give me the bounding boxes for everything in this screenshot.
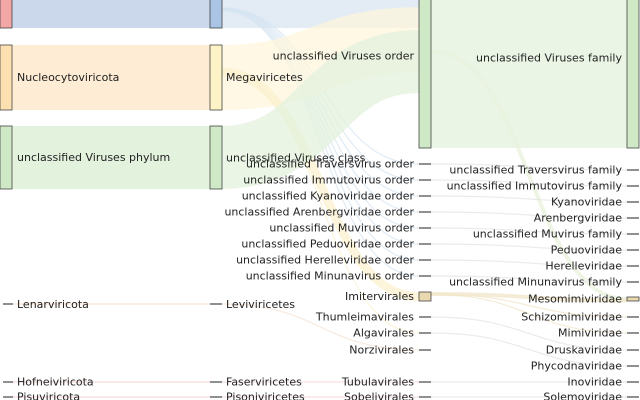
sankey-link xyxy=(430,163,628,171)
sankey-link xyxy=(221,70,420,334)
sankey-label-schizomimiviridae: Schizomimiviridae xyxy=(521,311,622,324)
sankey-label-arenbergviridae: Arenbergviridae xyxy=(534,212,622,225)
sankey-label-unclassified-immutovirus-family: unclassified Immutovirus family xyxy=(447,180,623,193)
sankey-label-unclassified-viruses-phylum: unclassified Viruses phylum xyxy=(17,151,170,164)
sankey-link xyxy=(220,29,421,189)
sankey-label-solemoviridae: Solemoviridae xyxy=(543,391,622,400)
sankey-label-unclassified-viruses-class: unclassified Viruses class xyxy=(226,152,366,165)
sankey-label-unclassified-arenbergviridae-order: unclassified Arenbergviridae order xyxy=(224,206,414,219)
sankey-link xyxy=(430,332,628,367)
sankey-link xyxy=(430,211,628,219)
sankey-link xyxy=(430,259,628,267)
sankey-node-unclassified-viruses-family xyxy=(626,0,640,149)
sankey-label-faserviricetes: Faserviricetes xyxy=(226,376,302,389)
sankey-node-unclassified-viruses-order xyxy=(418,0,432,149)
sankey-label-unclassified-minunavirus-family: unclassified Minunavirus family xyxy=(449,276,622,289)
sankey-node-nucleocytoviricota xyxy=(0,44,13,111)
sankey-link xyxy=(430,227,628,235)
sankey-link xyxy=(221,67,420,301)
sankey-label-thumleimavirales: Thumleimavirales xyxy=(315,311,414,324)
sankey-label-druskaviridae: Druskaviridae xyxy=(546,344,622,357)
labels-layer: Nucleocytoviricota unclassified Viruses p… xyxy=(17,50,622,400)
sankey-node-col1-node0 xyxy=(209,0,223,29)
sankey-label-mesomimiviridae: Mesomimiviridae xyxy=(528,293,622,306)
sankey-label-unclassified-muvirus-family: unclassified Muvirus family xyxy=(473,228,623,241)
sankey-link xyxy=(430,316,628,351)
sankey-node-col0-node0 xyxy=(0,0,13,29)
sankey-label-unclassified-peduoviridae-order: unclassified Peduoviridae order xyxy=(241,238,414,251)
sankey-label-lenarviricota: Lenarviricota xyxy=(17,298,89,311)
sankey-label-phycodnaviridae: Phycodnaviridae xyxy=(531,360,622,373)
sankey-label-unclassified-kyanoviridae-order: unclassified Kyanoviridae order xyxy=(242,190,415,203)
sankey-label-norzivirales: Norzivirales xyxy=(349,344,414,357)
sankey-label-peduoviridae: Peduoviridae xyxy=(551,244,623,257)
sankey-node-unclassified-viruses-class xyxy=(209,125,223,190)
sankey-node-megaviricetes xyxy=(209,44,223,111)
sankey-label-unclassified-viruses-family: unclassified Viruses family xyxy=(476,52,622,65)
sankey-node-unclassified-viruses-phylum xyxy=(0,125,13,190)
sankey-label-hofneiviricota: Hofneiviricota xyxy=(17,376,94,389)
sankey-node-mesomimiviridae xyxy=(626,296,640,302)
sankey-label-unclassified-viruses-order: unclassified Viruses order xyxy=(273,50,415,63)
sankey-label-sobelivirales: Sobelivirales xyxy=(344,391,414,400)
sankey-label-unclassified-traversvirus-family: unclassified Traversvirus family xyxy=(449,164,622,177)
sankey-link xyxy=(430,49,628,301)
sankey-label-unclassified-herelleviridae-order: unclassified Herelleviridae order xyxy=(236,254,414,267)
sankey-label-pisoniviricetes: Pisoniviricetes xyxy=(226,391,305,400)
sankey-link xyxy=(430,195,628,203)
links-layer xyxy=(11,0,628,398)
sankey-label-pisuviricota: Pisuviricota xyxy=(17,391,80,400)
sankey-node-imitervirales xyxy=(418,291,432,302)
sankey-label-algavirales: Algavirales xyxy=(353,327,414,340)
sankey-link xyxy=(430,293,628,318)
sankey-label-tubulavirales: Tubulavirales xyxy=(341,376,414,389)
sankey-label-megaviricetes: Megaviricetes xyxy=(226,71,303,84)
sankey-label-unclassified-minunavirus-order: unclassified Minunavirus order xyxy=(246,270,415,283)
sankey-link xyxy=(430,179,628,187)
sankey-link xyxy=(430,293,628,334)
sankey-link xyxy=(221,303,420,351)
sankey-label-unclassified-immutovirus-order: unclassified Immutovirus order xyxy=(243,174,414,187)
sankey-link xyxy=(430,292,628,303)
sankey-label-kyanoviridae: Kyanoviridae xyxy=(551,196,622,209)
sankey-label-leviviricetes: Leviviricetes xyxy=(226,298,295,311)
sankey-label-imitervirales: Imitervirales xyxy=(345,290,414,303)
sankey-label-unclassified-muvirus-order: unclassified Muvirus order xyxy=(269,222,414,235)
sankey-label-mimiviridae: Mimiviridae xyxy=(558,327,622,340)
sankey-label-inoviridae: Inoviridae xyxy=(567,376,622,389)
sankey-label-herelleviridae: Herelleviridae xyxy=(545,260,622,273)
sankey-label-nucleocytoviricota: Nucleocytoviricota xyxy=(17,71,119,84)
sankey-link xyxy=(430,275,628,283)
sankey-label-unclassified-traversvirus-order: unclassified Traversvirus order xyxy=(246,158,414,171)
sankey-link xyxy=(430,243,628,251)
